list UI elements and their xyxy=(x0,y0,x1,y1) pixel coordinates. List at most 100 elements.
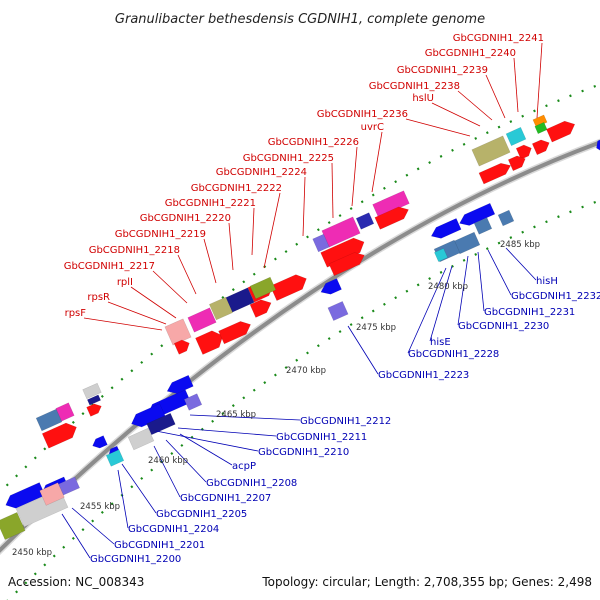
forward-label-leader xyxy=(203,238,217,284)
forward-gene-feature xyxy=(505,126,527,147)
forward-label-leader xyxy=(107,301,167,325)
forward-gene-label: GbCGDNIH1_2219 xyxy=(115,229,206,240)
reverse-gene-label: GbCGDNIH1_2212 xyxy=(300,416,391,427)
reverse-gene-feature xyxy=(497,209,515,227)
reverse-label-leader xyxy=(121,463,157,514)
forward-gene-label: GbCGDNIH1_2225 xyxy=(243,153,334,164)
reverse-gene-feature xyxy=(105,449,125,467)
forward-label-leader xyxy=(371,131,383,193)
forward-gene-feature xyxy=(355,212,375,230)
forward-label-leader xyxy=(513,57,519,113)
forward-gene-label: GbCGDNIH1_2218 xyxy=(89,245,180,256)
reverse-gene-feature xyxy=(166,374,194,394)
gene-features xyxy=(0,114,600,540)
accession-text: Accession: NC_008343 xyxy=(8,575,144,589)
forward-gene-feature xyxy=(208,296,234,321)
reverse-gene-feature xyxy=(327,301,349,321)
forward-gene-feature xyxy=(164,318,192,346)
forward-gene-feature xyxy=(249,276,277,300)
scale-tick-label: 2480 kbp xyxy=(428,282,468,292)
reverse-gene-label: GbCGDNIH1_2231 xyxy=(484,307,575,318)
forward-gene-feature xyxy=(249,299,272,318)
reverse-label-leader xyxy=(477,251,485,312)
forward-label-leader xyxy=(431,102,481,127)
forward-gene-label: GbCGDNIH1_2221 xyxy=(165,198,256,209)
reverse-label-leader xyxy=(61,513,91,559)
reverse-label-leader xyxy=(487,249,512,296)
forward-gene-label: rplI xyxy=(117,277,133,288)
reverse-gene-feature xyxy=(320,278,342,295)
reverse-label-leader xyxy=(347,325,379,375)
forward-gene-label: GbCGDNIH1_2224 xyxy=(216,167,307,178)
forward-gene-feature xyxy=(218,321,251,345)
tick-ring-inner xyxy=(6,199,600,600)
forward-label-leader xyxy=(485,74,506,119)
scale-tick-label: 2485 kbp xyxy=(500,240,540,250)
reverse-label-leader xyxy=(179,433,233,466)
reverse-gene-label: acpP xyxy=(232,461,256,472)
forward-gene-label: GbCGDNIH1_2240 xyxy=(425,48,516,59)
forward-label-leader xyxy=(536,42,543,119)
reverse-gene-label: hisE xyxy=(430,337,451,348)
reverse-gene-feature xyxy=(434,248,448,262)
tick-rings xyxy=(0,83,600,600)
reverse-gene-feature xyxy=(92,435,108,449)
reverse-label-leader xyxy=(407,267,447,354)
forward-gene-label: hslU xyxy=(412,93,434,104)
genome-summary-text: Topology: circular; Length: 2,708,355 bp… xyxy=(261,575,592,589)
forward-gene-feature xyxy=(195,330,224,355)
reverse-gene-feature xyxy=(596,138,600,153)
forward-gene-feature xyxy=(531,139,550,156)
forward-gene-feature xyxy=(534,121,548,135)
reverse-label-leader xyxy=(155,430,259,452)
reverse-label-leader xyxy=(177,427,277,437)
label-leader-lines xyxy=(61,42,543,559)
forward-label-leader xyxy=(302,176,306,237)
reverse-gene-label: GbCGDNIH1_2210 xyxy=(258,447,349,458)
reverse-gene-feature xyxy=(430,218,462,239)
forward-gene-label: GbCGDNIH1_2239 xyxy=(397,65,488,76)
reverse-label-leader xyxy=(189,414,301,421)
forward-gene-feature xyxy=(328,252,365,277)
forward-gene-feature xyxy=(471,135,511,167)
forward-gene-label: rpsF xyxy=(65,308,87,319)
tick-ring-outer xyxy=(0,83,600,494)
scale-tick-label: 2450 kbp xyxy=(12,548,52,558)
backbone-shadow xyxy=(0,138,600,556)
reverse-gene-feature xyxy=(146,412,176,436)
reverse-gene-label: GbCGDNIH1_2200 xyxy=(90,554,181,565)
reverse-gene-label: GbCGDNIH1_2205 xyxy=(156,509,247,520)
scale-tick-label: 2475 kbp xyxy=(356,323,396,333)
forward-gene-feature xyxy=(546,120,576,143)
forward-label-leader xyxy=(83,317,163,331)
forward-gene-feature xyxy=(35,408,63,432)
reverse-label-leader xyxy=(71,507,115,545)
gene-labels: GbCGDNIH1_2241GbCGDNIH1_2240GbCGDNIH1_22… xyxy=(64,33,600,565)
map-title: Granulibacter bethesdensis CGDNIH1, comp… xyxy=(115,12,485,27)
reverse-label-leader xyxy=(505,247,537,281)
reverse-gene-feature xyxy=(5,482,46,509)
scale-tick-label: 2470 kbp xyxy=(286,366,326,376)
forward-gene-feature xyxy=(187,307,217,333)
reverse-gene-feature xyxy=(473,217,493,235)
scale-tick-label: 2455 kbp xyxy=(80,502,120,512)
forward-label-leader xyxy=(228,222,234,271)
reverse-gene-label: GbCGDNIH1_2204 xyxy=(128,524,219,535)
reverse-label-leader xyxy=(153,445,181,498)
reverse-gene-label: hisH xyxy=(536,276,558,287)
forward-gene-label: GbCGDNIH1_2220 xyxy=(140,213,231,224)
forward-label-leader xyxy=(405,118,471,137)
reverse-gene-label: GbCGDNIH1_2228 xyxy=(408,349,499,360)
forward-gene-feature xyxy=(374,206,409,230)
forward-gene-feature xyxy=(82,382,102,400)
reverse-gene-label: GbCGDNIH1_2230 xyxy=(458,321,549,332)
forward-label-leader xyxy=(457,90,493,121)
scale-tick-label: 2460 kbp xyxy=(148,456,188,466)
reverse-gene-label: GbCGDNIH1_2232 xyxy=(511,291,600,302)
forward-label-leader xyxy=(263,192,281,269)
forward-gene-feature xyxy=(507,155,526,172)
reverse-gene-label: GbCGDNIH1_2223 xyxy=(378,370,469,381)
